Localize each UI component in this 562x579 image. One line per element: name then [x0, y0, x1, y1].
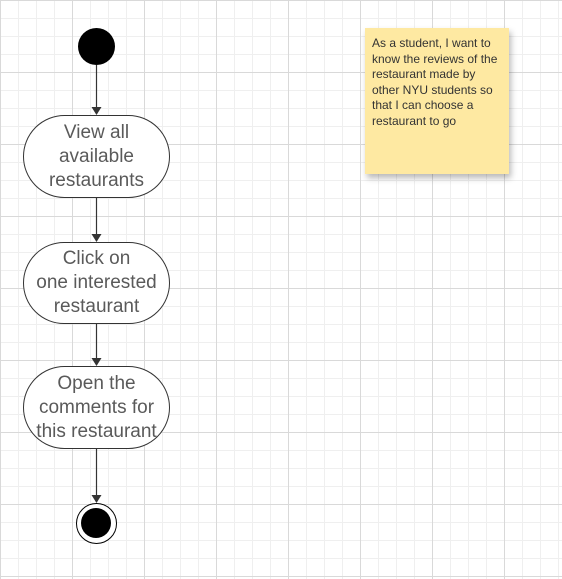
initial-node[interactable] [78, 28, 115, 65]
activity-label: Click on one interested restaurant [36, 248, 157, 317]
sticky-note[interactable]: As a student, I want to know the reviews… [365, 28, 509, 174]
activity-click-restaurant[interactable]: Click on one interested restaurant [23, 242, 170, 324]
sticky-note-text: As a student, I want to know the reviews… [372, 36, 498, 128]
activity-label: View all available restaurants [48, 121, 145, 191]
activity-open-comments[interactable]: Open the comments for this restaurant [23, 366, 170, 449]
final-node[interactable] [76, 503, 117, 544]
activity-label: Open the comments for this restaurant [36, 372, 157, 442]
final-node-core [81, 508, 111, 538]
activity-view-restaurants[interactable]: View all available restaurants [23, 115, 170, 198]
